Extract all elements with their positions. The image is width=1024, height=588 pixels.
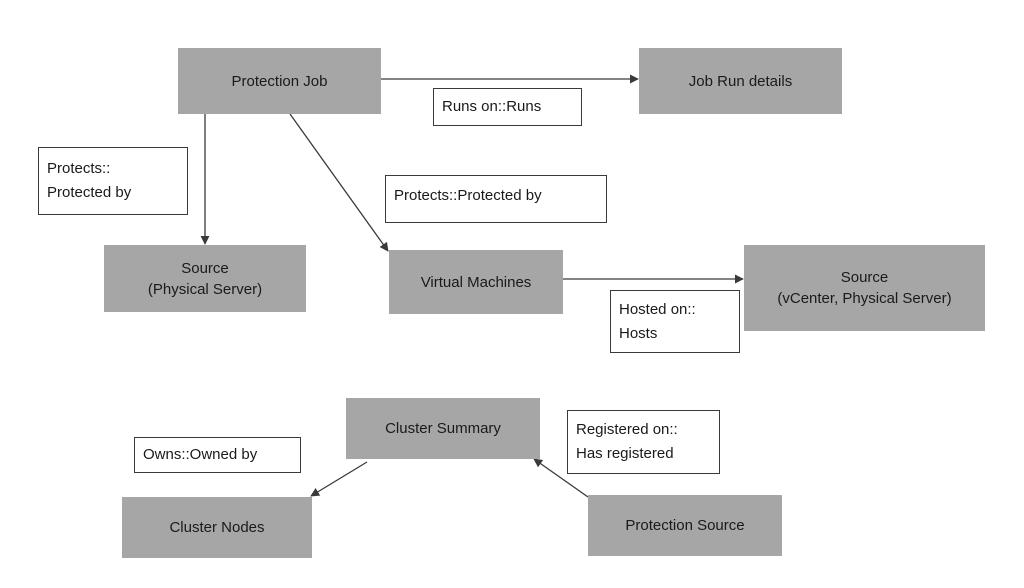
label-hosted-on: Hosted on:: Hosts [610,290,740,353]
label-registered-on: Registered on:: Has registered [567,410,720,474]
label-runs-on-text: Runs on::Runs [442,98,542,115]
node-protection-source: Protection Source [588,495,782,556]
node-source-physical-line1: Source [181,259,229,277]
node-cluster-nodes: Cluster Nodes [122,497,312,558]
node-cluster-nodes-text: Cluster Nodes [169,519,265,536]
node-cluster-summary: Cluster Summary [346,398,540,459]
node-protection-source-text: Protection Source [625,517,745,534]
node-protection-job: Protection Job [178,48,381,114]
node-source-physical-line2: (Physical Server) [147,280,263,298]
edge-source-to-cluster-summary [533,458,589,498]
node-source-physical-server: Source (Physical Server) [104,245,306,312]
edge-summary-to-cluster-nodes [310,461,368,497]
label-registered-on-line2: Has registered [576,445,674,462]
node-protection-job-text: Protection Job [231,72,328,90]
label-owns-text: Owns::Owned by [143,446,258,463]
label-protects-vm-text: Protects::Protected by [394,187,542,204]
label-protects-physical-line2: Protected by [47,184,132,201]
node-job-run-details-text: Job Run details [688,72,793,90]
label-protects-physical: Protects:: Protected by [38,147,188,215]
node-virtual-machines: Virtual Machines [389,250,563,314]
edge-job-to-virtual-machines [289,113,389,252]
node-source-vcenter: Source (vCenter, Physical Server) [744,245,985,331]
label-registered-on-line1: Registered on:: [576,421,678,438]
label-owns: Owns::Owned by [134,437,301,473]
node-cluster-summary-text: Cluster Summary [385,420,501,437]
node-source-vcenter-line2: (vCenter, Physical Server) [777,290,952,307]
label-hosted-on-line1: Hosted on:: [619,300,696,318]
node-virtual-machines-text: Virtual Machines [420,273,532,291]
node-source-vcenter-line1: Source [840,269,889,286]
label-runs-on: Runs on::Runs [433,88,582,126]
label-protects-physical-line1: Protects:: [47,160,111,177]
node-job-run-details: Job Run details [639,48,842,114]
label-protects-vm: Protects::Protected by [385,175,607,223]
label-hosted-on-line2: Hosts [619,324,658,342]
